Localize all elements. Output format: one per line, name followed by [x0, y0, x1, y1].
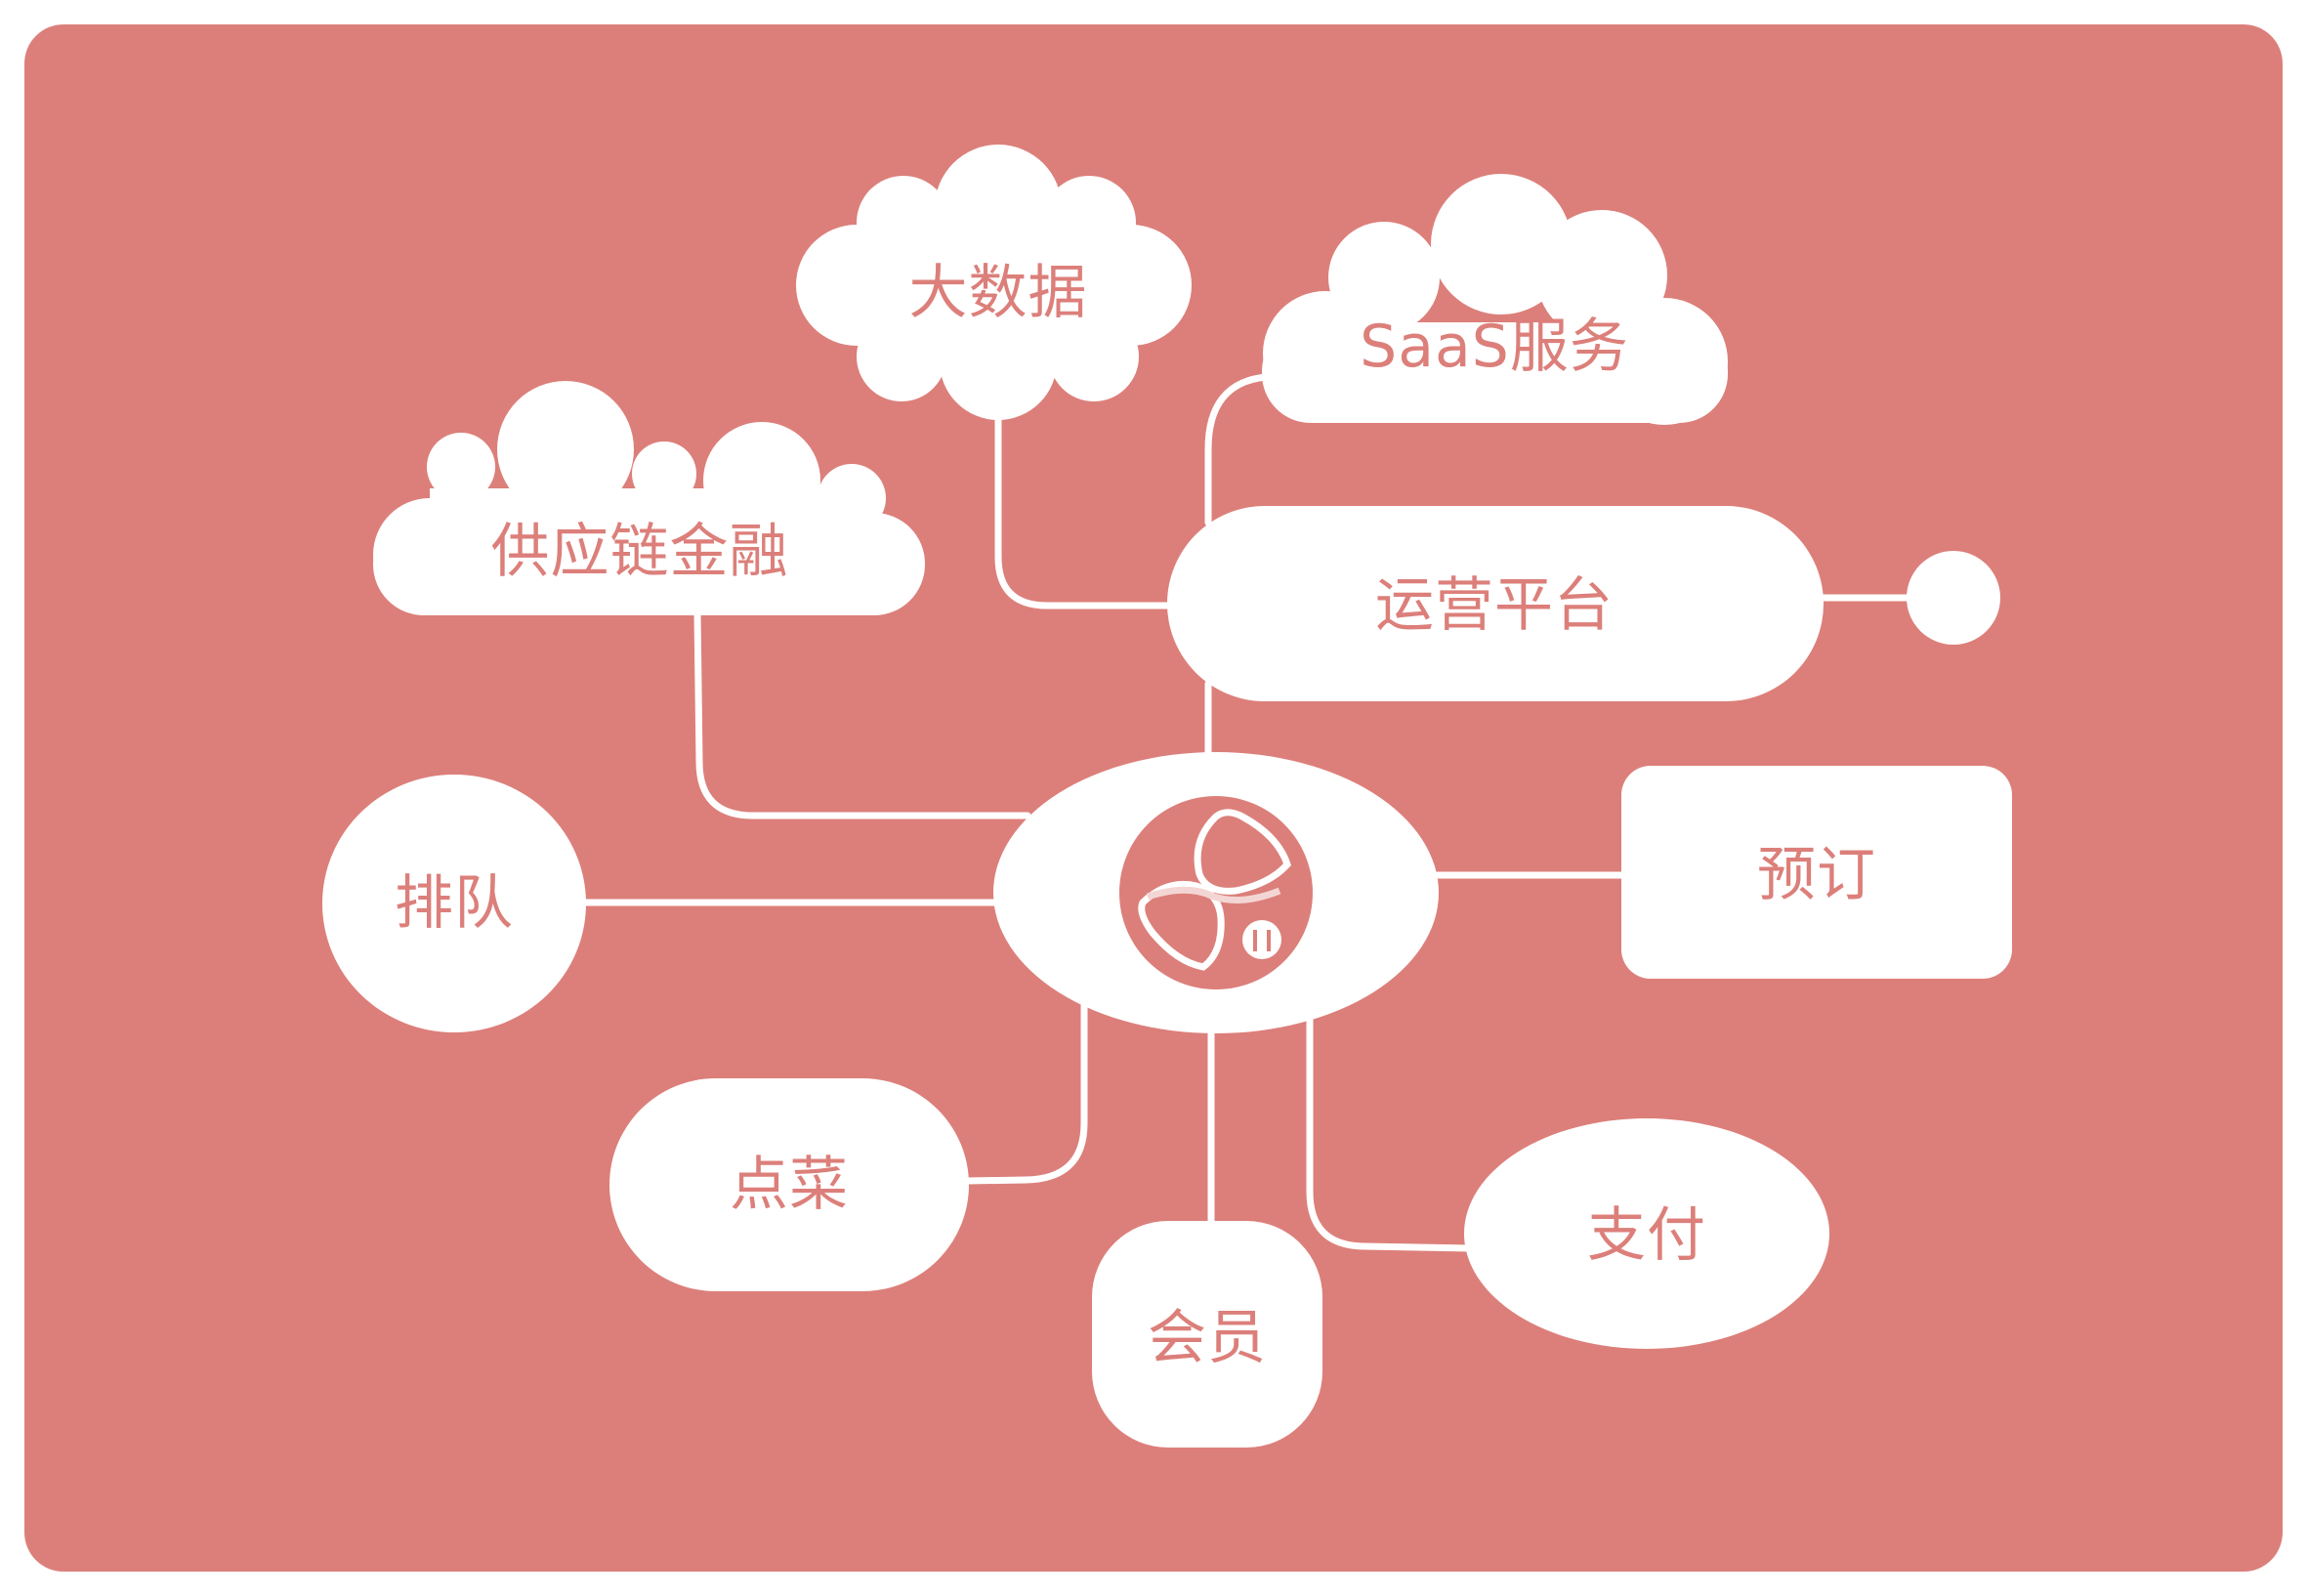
connector-saas: [1204, 373, 1270, 526]
connector-big-data: [994, 414, 1176, 609]
node-label-big-data: 大数据: [909, 259, 1088, 327]
restaurant-swirl-logo-icon: [1119, 796, 1313, 989]
center-hub: [993, 752, 1439, 1033]
connector-payment: [1306, 1012, 1474, 1252]
node-ordering: 点菜: [609, 1078, 969, 1291]
node-label-saas: SaaS服务: [1360, 313, 1629, 381]
end-dot: [1907, 551, 2000, 645]
node-label-supply-chain-finance: 供应链金融: [491, 518, 789, 586]
node-label-reservation: 预订: [1757, 841, 1876, 909]
node-label-membership: 会员: [1148, 1304, 1267, 1372]
node-membership: 会员: [1092, 1221, 1322, 1448]
node-label-queue: 排队: [395, 869, 514, 938]
node-label-operations-platform: 运营平台: [1375, 571, 1614, 640]
connectors: [580, 373, 1913, 1252]
cloud-saas: SaaS服务: [1262, 174, 1728, 425]
node-reservation: 预订: [1621, 766, 2012, 979]
node-payment: 支付: [1464, 1118, 1829, 1349]
connector-supply-chain: [693, 609, 1031, 819]
node-queue: 排队: [322, 775, 586, 1032]
node-operations-platform: 运营平台: [1167, 506, 1824, 701]
connector-ordering: [963, 997, 1088, 1185]
node-label-ordering: 点菜: [730, 1151, 849, 1219]
cloud-supply-chain-finance: 供应链金融: [373, 381, 925, 615]
cloud-big-data: 大数据: [796, 145, 1192, 420]
node-label-payment: 支付: [1587, 1201, 1706, 1270]
